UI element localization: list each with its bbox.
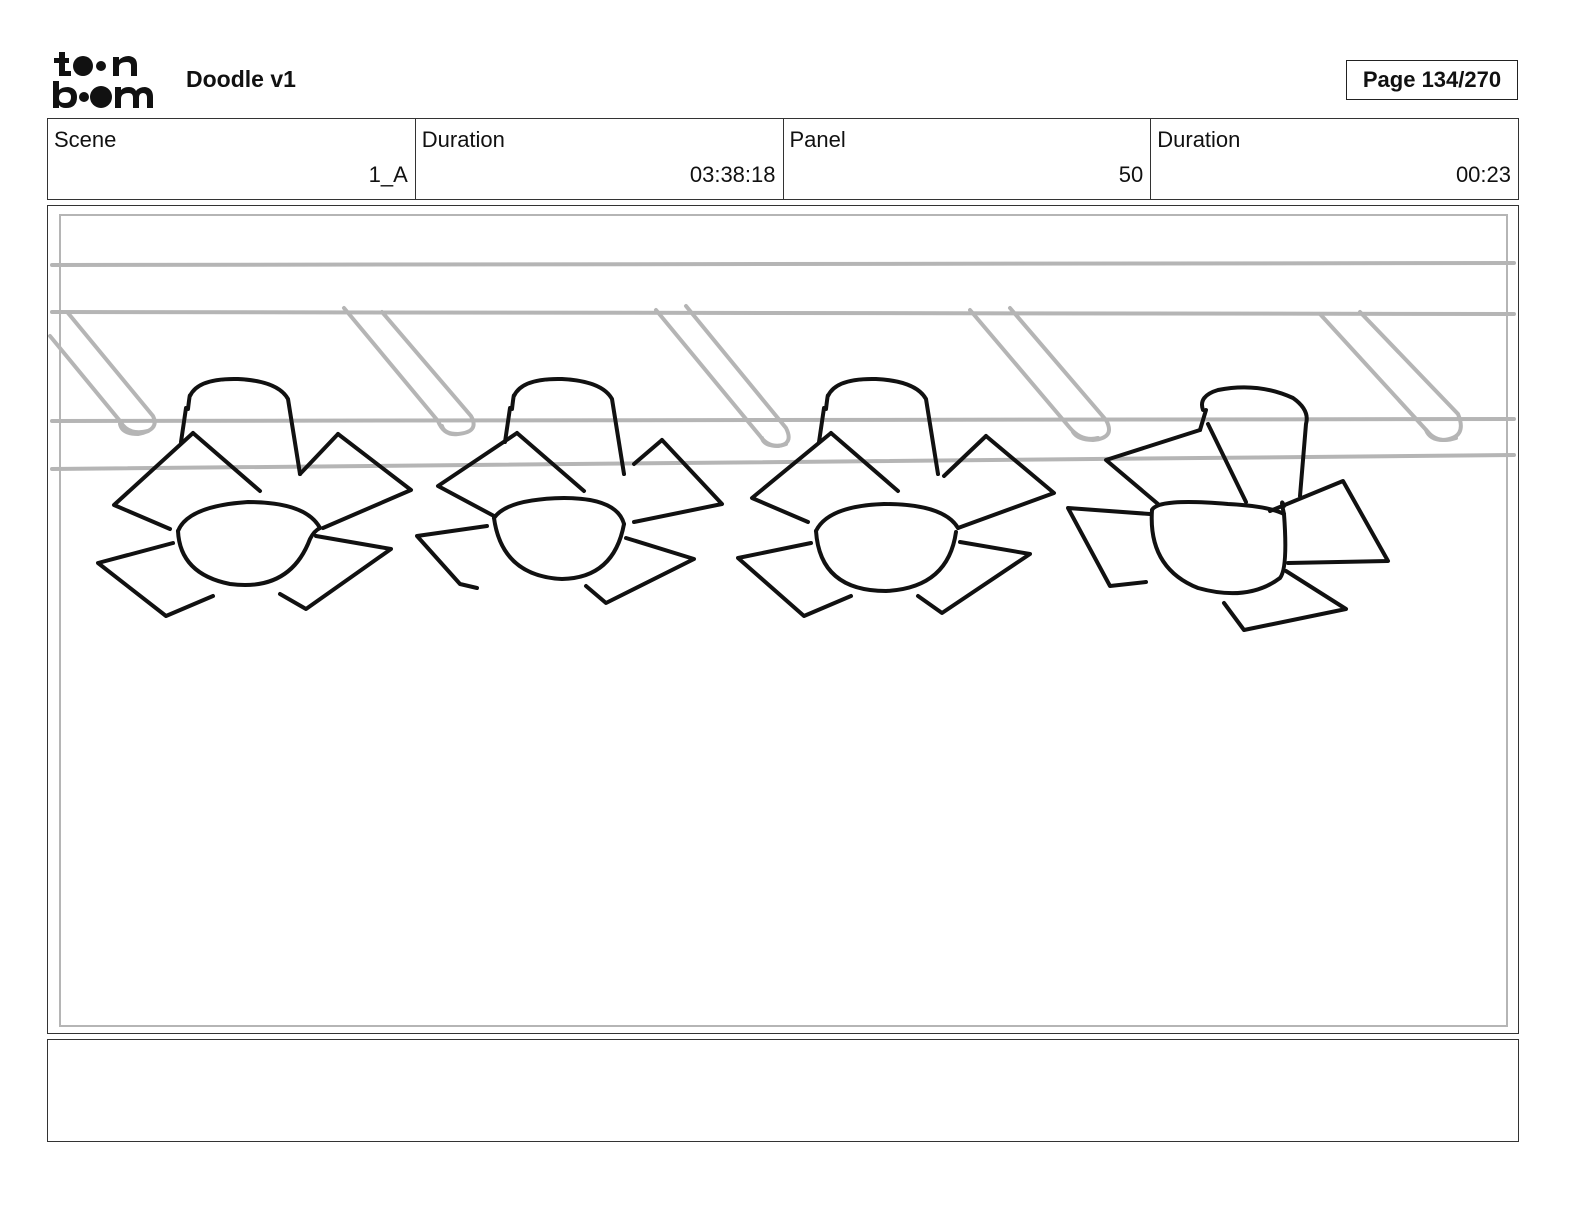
scene-duration-value: 03:38:18	[689, 162, 776, 187]
page-indicator: Page 134/270	[1346, 60, 1518, 100]
panel-safe-area	[59, 214, 1508, 1027]
panel-duration-cell: Duration 00:23	[1151, 119, 1518, 199]
scene-value: 1_A	[368, 162, 408, 187]
stage-light-1	[96, 376, 413, 618]
panel-frame	[47, 205, 1519, 1034]
panel-label: Panel	[789, 127, 846, 152]
scene-cell: Scene 1_A	[48, 119, 416, 199]
stage-light-2	[415, 376, 724, 605]
panel-duration-label: Duration	[1157, 127, 1241, 152]
stage-light-4	[1066, 385, 1390, 632]
panel-cell: Panel 50	[784, 119, 1152, 199]
scene-duration-cell: Duration 03:38:18	[416, 119, 784, 199]
panel-notes-text	[48, 1040, 1518, 1056]
panel-notes[interactable]	[47, 1039, 1519, 1142]
lighting-rig	[48, 261, 1516, 471]
panel-drawing	[48, 261, 1516, 632]
scene-duration-label: Duration	[421, 127, 505, 152]
panel-duration-value: 00:23	[1455, 162, 1511, 187]
panel-value: 50	[1118, 162, 1144, 187]
stage-light-3	[736, 376, 1056, 618]
project-title: Doodle v1	[186, 66, 296, 92]
scene-label: Scene	[54, 127, 117, 152]
panel-info-table: Scene 1_A Duration 03:38:18 Panel 50 Dur…	[47, 118, 1519, 200]
toon-boom-logo	[53, 52, 153, 108]
